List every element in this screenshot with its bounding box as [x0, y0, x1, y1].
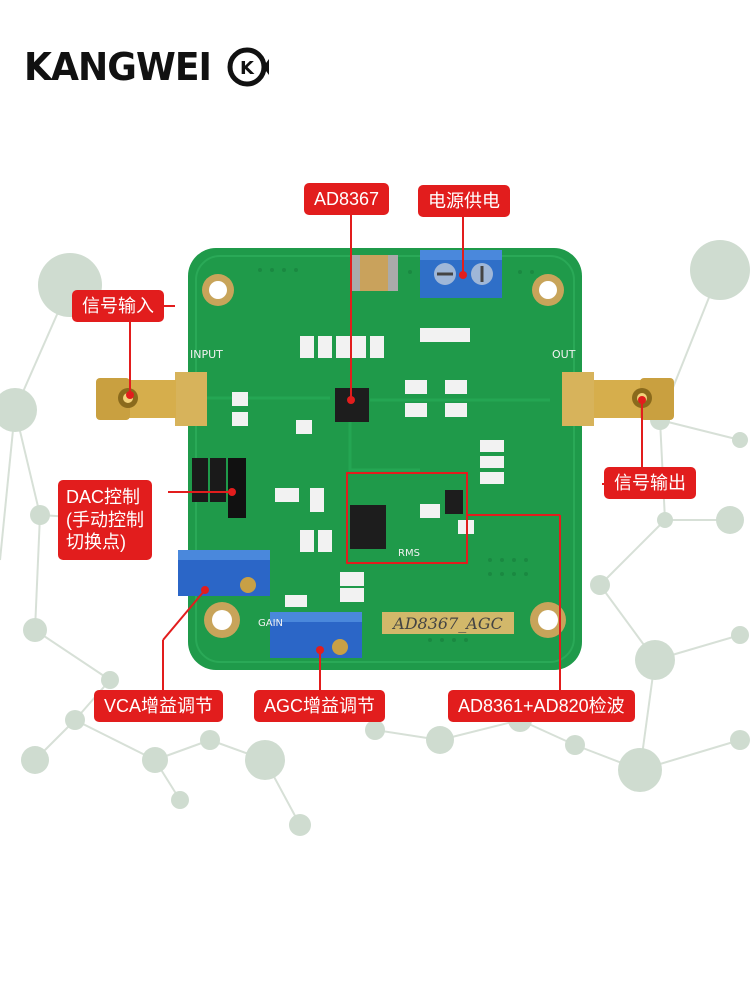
board-label-plate: [382, 612, 514, 634]
silk-out: OUT: [552, 348, 576, 361]
callout-vca-gain: VCA增益调节: [94, 690, 224, 722]
callout-ad8367: AD8367: [304, 183, 390, 215]
callout-dac-control: DAC控制 (手动控制 切换点): [58, 480, 152, 560]
mounting-holes: [202, 274, 566, 638]
brand-logo-letters: K: [240, 58, 255, 79]
brand-header: KANGWEI K: [24, 42, 269, 92]
silk-input: INPUT: [190, 348, 223, 361]
ad8361-chip: [445, 490, 463, 514]
callout-signal-input: 信号输入: [72, 290, 164, 322]
silk-rms: RMS: [398, 548, 420, 559]
ad820-chip: [350, 505, 386, 549]
agc-potentiometer: [270, 612, 362, 658]
vca-potentiometer: [178, 550, 270, 596]
silk-gain: GAIN: [258, 618, 283, 629]
sma-input-connector: [96, 372, 207, 426]
detector-highlight: [346, 472, 468, 564]
brand-logo-icon: K: [227, 47, 269, 87]
pcb-board: [188, 248, 582, 670]
callout-signal-output: 信号输出: [604, 467, 696, 499]
callout-power-supply: 电源供电: [418, 185, 510, 217]
brand-name: KANGWEI: [24, 45, 212, 89]
callout-agc-gain: AGC增益调节: [254, 690, 386, 722]
callout-detector: AD8361+AD820检波: [448, 690, 635, 722]
sma-output-connector: [562, 372, 674, 426]
board-label: AD8367_AGC: [391, 614, 503, 633]
